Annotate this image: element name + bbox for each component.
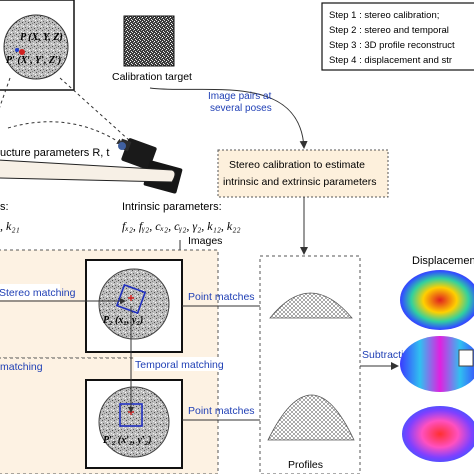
- camera-rail: [0, 159, 176, 183]
- arrow-image-pairs: [149, 87, 308, 149]
- displacement-map-3: [402, 406, 474, 462]
- image-frame-current: [85, 259, 183, 353]
- steps-box: [321, 2, 474, 71]
- displacement-map-1: [400, 270, 474, 330]
- image-frame-deformed: [85, 379, 183, 469]
- temporal-matching-bg: [134, 357, 226, 371]
- calibration-target-image: [123, 15, 175, 67]
- image-pairs-label-2: several poses: [210, 103, 272, 114]
- step-1: Step 1 : stereo calibration;: [329, 10, 439, 21]
- calibration-target-label: Calibration target: [112, 71, 192, 83]
- profiles-label: Profiles: [288, 459, 323, 471]
- step-3: Step 3 : 3D profile reconstruct: [329, 40, 455, 51]
- image-pairs-label-1: Image pairs at: [208, 91, 272, 102]
- intrinsic-right-values: fₓ₂, fᵧ₂, cₓ₂, cᵧ₂, γ₂, k₁₂, k₂₂: [122, 219, 241, 233]
- temporal-matching-label: Temporal matching: [135, 359, 224, 371]
- stereo-calibration-line-1: Stereo calibration to estimate: [229, 159, 365, 171]
- step-4: Step 4 : displacement and str: [329, 55, 452, 66]
- displacement-label: Displacemen: [412, 255, 474, 267]
- intrinsic-left-values: , k₂₁: [0, 219, 20, 233]
- profile-mesh-top: [269, 292, 353, 319]
- point-matches-label-2: Point matches: [188, 405, 255, 417]
- profile-mesh-bottom: [267, 394, 355, 441]
- dashed-arc-cameras: [7, 121, 123, 145]
- object-specimen: [0, 0, 75, 91]
- profiles-box: [259, 255, 361, 474]
- stereo-matching-bg: [0, 284, 60, 300]
- p2-prime-label: P′₂ (x′₂, y′₂): [103, 435, 152, 446]
- temporal-matching-left: matching: [0, 361, 43, 373]
- stereo-calibration-box: [217, 149, 389, 198]
- intrinsic-left-label: s:: [0, 201, 9, 213]
- camera-icon: [118, 138, 183, 194]
- point-p-label: P (X, Y, Z): [20, 32, 63, 43]
- dashed-ray-left: [0, 77, 11, 108]
- intrinsic-right-title: Intrinsic parameters:: [122, 201, 222, 213]
- step-2: Step 2 : stereo and temporal: [329, 25, 449, 36]
- point-p-prime-label: P′ (X′, Y′, Z′): [6, 55, 61, 66]
- displacement-map-2-marker: [458, 349, 474, 367]
- images-label: Images: [188, 235, 222, 247]
- stereo-matching-label: Stereo matching: [0, 287, 76, 299]
- p2-label: P₂ (x₂, y₂): [103, 315, 143, 326]
- displacement-map-2: [400, 336, 474, 392]
- structure-parameters-label: ucture parameters R, t: [0, 147, 109, 159]
- stereo-calibration-line-2: intrinsic and extrinsic parameters: [223, 176, 376, 188]
- point-matches-label-1: Point matches: [188, 291, 255, 303]
